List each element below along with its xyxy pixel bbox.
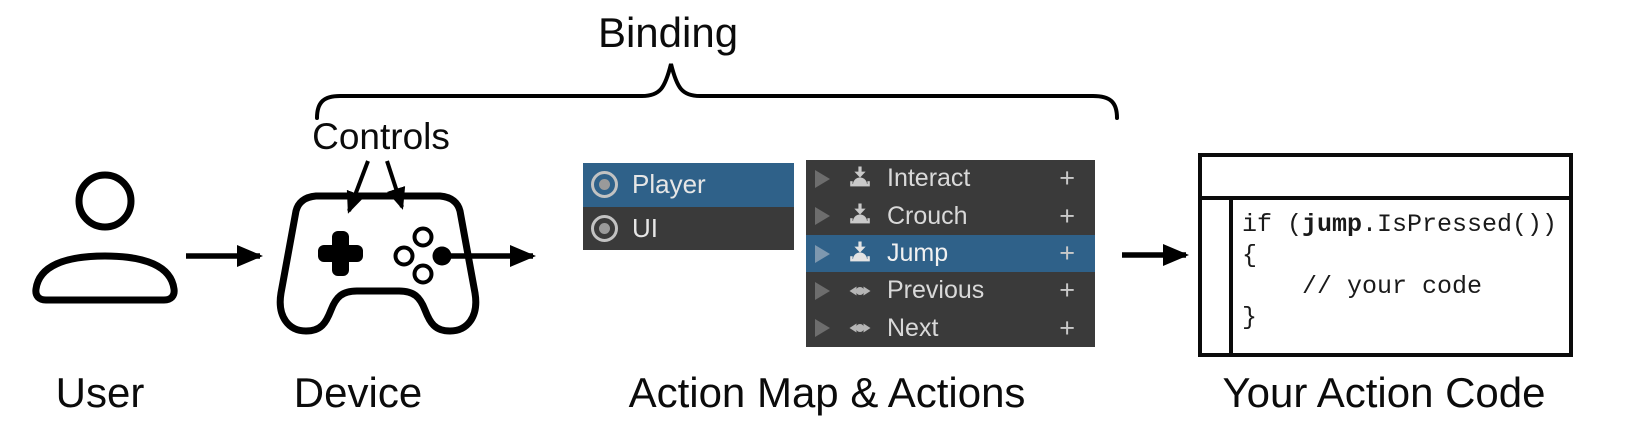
action-row-crouch[interactable]: Crouch + bbox=[806, 197, 1095, 235]
button-action-icon bbox=[850, 241, 870, 261]
add-binding-button[interactable]: + bbox=[1059, 163, 1075, 194]
add-binding-button[interactable]: + bbox=[1059, 275, 1075, 306]
action-label: Next bbox=[887, 313, 939, 342]
dpad-icon bbox=[318, 231, 363, 276]
gutter-divider bbox=[1229, 200, 1233, 353]
action-maps-panel: Player UI bbox=[583, 163, 794, 250]
action-map-icon bbox=[591, 214, 618, 242]
code-snippet: if (jump.IsPressed()) { // your code } bbox=[1242, 209, 1557, 333]
action-label: Interact bbox=[887, 164, 971, 193]
add-binding-button[interactable]: + bbox=[1059, 200, 1075, 231]
action-map-icon bbox=[591, 171, 618, 199]
code-text: .IsPressed()) bbox=[1362, 210, 1558, 239]
gamepad-icon bbox=[276, 192, 480, 335]
button-action-icon bbox=[850, 203, 870, 224]
caption-action-map: Action Map & Actions bbox=[628, 369, 1026, 416]
foldout-triangle-icon[interactable] bbox=[815, 319, 830, 338]
action-label: Jump bbox=[887, 239, 949, 268]
user-icon bbox=[32, 171, 178, 304]
code-text: { bbox=[1242, 241, 1258, 270]
code-editor-window: if (jump.IsPressed()) { // your code } bbox=[1198, 153, 1573, 357]
arrow-controls-to-buttons bbox=[385, 160, 406, 210]
code-text: if ( bbox=[1242, 210, 1303, 239]
arrow-controls-to-dpad bbox=[346, 160, 370, 214]
action-map-row-ui[interactable]: UI bbox=[583, 206, 794, 250]
code-jump-variable: jump bbox=[1302, 210, 1363, 239]
action-map-label: Player bbox=[632, 169, 706, 200]
code-text: } bbox=[1242, 303, 1258, 332]
action-label: Previous bbox=[887, 276, 985, 305]
controls-title: Controls bbox=[312, 116, 450, 157]
caption-user: User bbox=[55, 369, 145, 416]
foldout-triangle-icon[interactable] bbox=[815, 207, 830, 226]
axis-action-icon bbox=[849, 286, 871, 296]
action-label: Crouch bbox=[887, 201, 968, 230]
action-row-previous[interactable]: Previous + bbox=[806, 272, 1095, 310]
foldout-triangle-icon[interactable] bbox=[815, 169, 830, 188]
caption-action-code: Your Action Code bbox=[1222, 369, 1546, 416]
action-row-interact[interactable]: Interact + bbox=[806, 160, 1095, 198]
action-row-next[interactable]: Next + bbox=[806, 309, 1095, 348]
action-map-row-player[interactable]: Player bbox=[583, 163, 794, 207]
foldout-triangle-icon[interactable] bbox=[815, 244, 830, 263]
code-comment: // your code bbox=[1242, 272, 1483, 301]
add-binding-button[interactable]: + bbox=[1059, 312, 1075, 343]
foldout-triangle-icon[interactable] bbox=[815, 281, 830, 300]
caption-device: Device bbox=[293, 369, 423, 416]
binding-brace bbox=[315, 63, 1119, 120]
axis-action-icon bbox=[849, 323, 871, 333]
add-binding-button[interactable]: + bbox=[1059, 238, 1075, 269]
button-action-icon bbox=[850, 166, 870, 187]
code-titlebar bbox=[1202, 157, 1569, 200]
face-buttons-icon bbox=[393, 226, 452, 285]
action-row-jump[interactable]: Jump + bbox=[806, 234, 1095, 273]
action-map-label: UI bbox=[632, 212, 658, 243]
binding-title: Binding bbox=[597, 9, 739, 56]
actions-panel: Interact + Crouch + Jump + bbox=[806, 160, 1095, 348]
